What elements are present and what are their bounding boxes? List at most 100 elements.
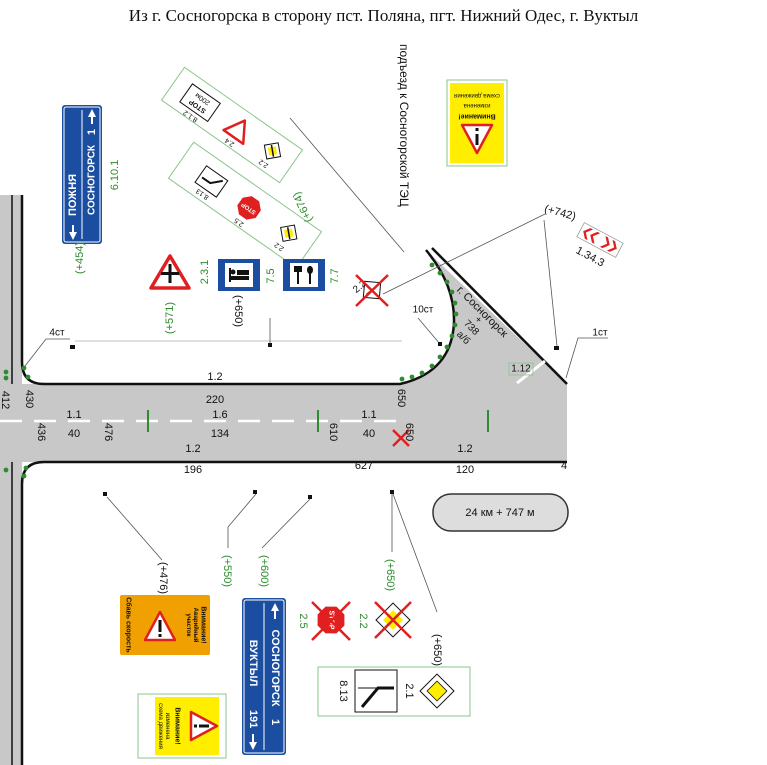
chevron-sign [576,222,624,258]
temporary-warning-sign-bottom: Внимание! изменена схема движения [137,693,227,759]
length-label: 134 [211,428,229,440]
sign-code-label: 2.2 [273,241,285,252]
arrow-up-icon [88,109,96,124]
marking-label: 1.2 [207,371,222,383]
bollard-dots [3,262,459,479]
destination-distance: 1 [269,719,281,725]
side-road-surface-north [0,195,22,384]
warning-line: схема движения [157,703,163,749]
main-road-sign [419,673,455,709]
km-marker-text: 24 км + 747 м [465,507,534,519]
sign-code-label: 2.5 [297,613,309,628]
marking-label: 1.6 [212,409,227,421]
stop-sign [237,196,261,220]
marking-label: 1.1 [361,409,376,421]
sign-posts [70,342,559,499]
warning-line: изменена [463,102,491,108]
destination-sosnogorsk: СОСНОГОРСК [269,629,281,706]
accident-line: участок [185,613,191,636]
end-of-main-road-sign [280,224,298,242]
marking-label: 1.2 [185,443,200,455]
food-sign [283,259,325,291]
arrow-down-icon [69,225,77,240]
accident-headline: Внимание! [200,606,207,643]
sign-code-label: 2.4 [224,136,236,147]
sign-code-label: 2.5 [233,216,245,227]
bed-icon [229,276,249,280]
priority-sign-group: 8.13 2.1 [317,666,471,717]
length-label: 40 [68,428,80,440]
warning-headline: Внимание! [458,113,495,120]
accident-line: Аварийный [192,608,199,643]
destination-pozhnya: ПОЖНЯ [67,174,79,216]
warning-headline: Внимание! [174,707,181,744]
accident-zone-sign: Сбавь скорость Внимание! Аварийный участ… [120,595,210,655]
chainage-label: 4 [561,460,567,472]
distance-mark: (+674) [291,190,315,224]
chainage-label: 650 [403,423,415,441]
distance-mark: (+476) [157,562,169,594]
main-road-surface [0,384,567,462]
sign-code-label: 7.5 [265,268,277,283]
distance-mark: (+650) [384,559,396,591]
destination-sosnogorsk: СОСНОГОРСК [87,144,98,215]
warning-line: изменена [164,713,170,741]
removed-end-of-main-road-sign: 2.2 [351,274,389,307]
crossroads-sign [149,254,191,290]
length-label: 196 [184,464,202,476]
temporary-warning-sign-top: Внимание! изменена схема движения [446,79,508,167]
stop-line [516,359,546,385]
fork-knife-icon [294,266,313,284]
distance-mark: (+650) [232,295,244,327]
removed-marking-x [392,429,410,447]
chainage-label: 412 [0,391,11,409]
chainage-label: 436 [35,423,47,441]
sign-code-label: 6.10.1 [109,160,121,191]
sign-code-label: 2.3.1 [199,260,211,284]
length-label: 220 [206,394,224,406]
arrow-up-icon [271,603,279,619]
chainage-label: 476 [102,423,114,441]
sign-code-label: 8.13 [337,680,349,701]
destination-distance: 191 [247,710,259,728]
main-road-direction-plate [194,165,229,198]
stop-distance-plate [179,83,221,123]
removed-stop-sign: STOP [311,601,351,641]
chainage-label: 650 [395,389,407,407]
branch-road-surface [400,252,567,384]
diagram-title: Из г. Сосногорска в сторону пст. Поляна,… [128,6,639,25]
sign-code-label: 7.7 [329,268,341,283]
direction-sign-north: ПОЖНЯ СОСНОГОРСК 1 [62,105,102,244]
accident-side-text: Сбавь скорость [125,597,133,653]
distance-mark: (+571) [164,302,176,334]
marking-label: 1.2 [457,443,472,455]
end-of-main-road-sign [263,142,282,160]
length-label: 120 [456,464,474,476]
marking-label: 1.1 [66,409,81,421]
removed-end-of-main-road-sign [374,601,412,639]
distance-mark: (+742) [543,203,577,223]
chainage-label: 430 [23,390,35,408]
post-label-branch: 10ст [413,305,434,316]
warning-line: схема движения [454,92,500,98]
destination-distance: 1 [86,129,98,135]
post-label-left: 4ст [49,328,65,339]
destination-vuktyl: ВУКТЫЛ [247,640,259,687]
sign-code-label: 2.2 [258,157,270,168]
access-road-label: подъезд к Сосногорской ТЭЦ [397,44,411,207]
yield-sign [222,119,247,146]
stop-line-marking-label: 1.12 [511,364,531,375]
side-road-surface-south [0,462,22,765]
distance-mark: (+454) [74,242,86,274]
sign-code-label: 2.2 [357,613,369,628]
arrow-down-icon [249,734,257,750]
distance-mark: (+650) [431,634,443,666]
direction-sign-south: ВУКТЫЛ 191 СОСНОГОРСК 1 [242,598,286,755]
km-marker: 24 км + 747 м [432,493,569,532]
sign-group-stop: 2.2 STOP 2.5 8.13 [167,141,323,269]
chainage-label: 610 [327,423,339,441]
sign-code-label: 2.1 [403,683,415,698]
length-label: 40 [363,428,375,440]
stop-line-label-box [508,362,534,376]
